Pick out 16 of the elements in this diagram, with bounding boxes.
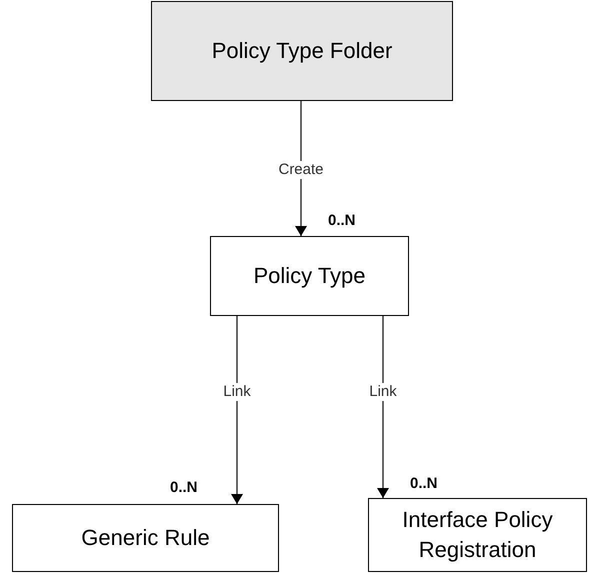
entity-box: [368, 498, 587, 572]
multiplicity-label: 0..N: [328, 212, 356, 230]
arrow: [231, 316, 243, 504]
edge-label: Link: [367, 383, 399, 401]
entity-box: [151, 1, 453, 101]
entity-box: [210, 236, 409, 316]
box-label: Policy Type: [253, 262, 366, 290]
edge-label: Create: [276, 161, 326, 179]
arrow: [377, 316, 389, 498]
multiplicity-label: 0..N: [170, 479, 198, 497]
box-label: Interface Policy Registration: [401, 506, 554, 564]
multiplicity-label: 0..N: [410, 475, 438, 493]
box-label: Policy Type Folder: [212, 37, 392, 65]
edge-label: Link: [221, 383, 253, 401]
box-label: Generic Rule: [81, 524, 210, 552]
entity-box: [12, 504, 279, 572]
